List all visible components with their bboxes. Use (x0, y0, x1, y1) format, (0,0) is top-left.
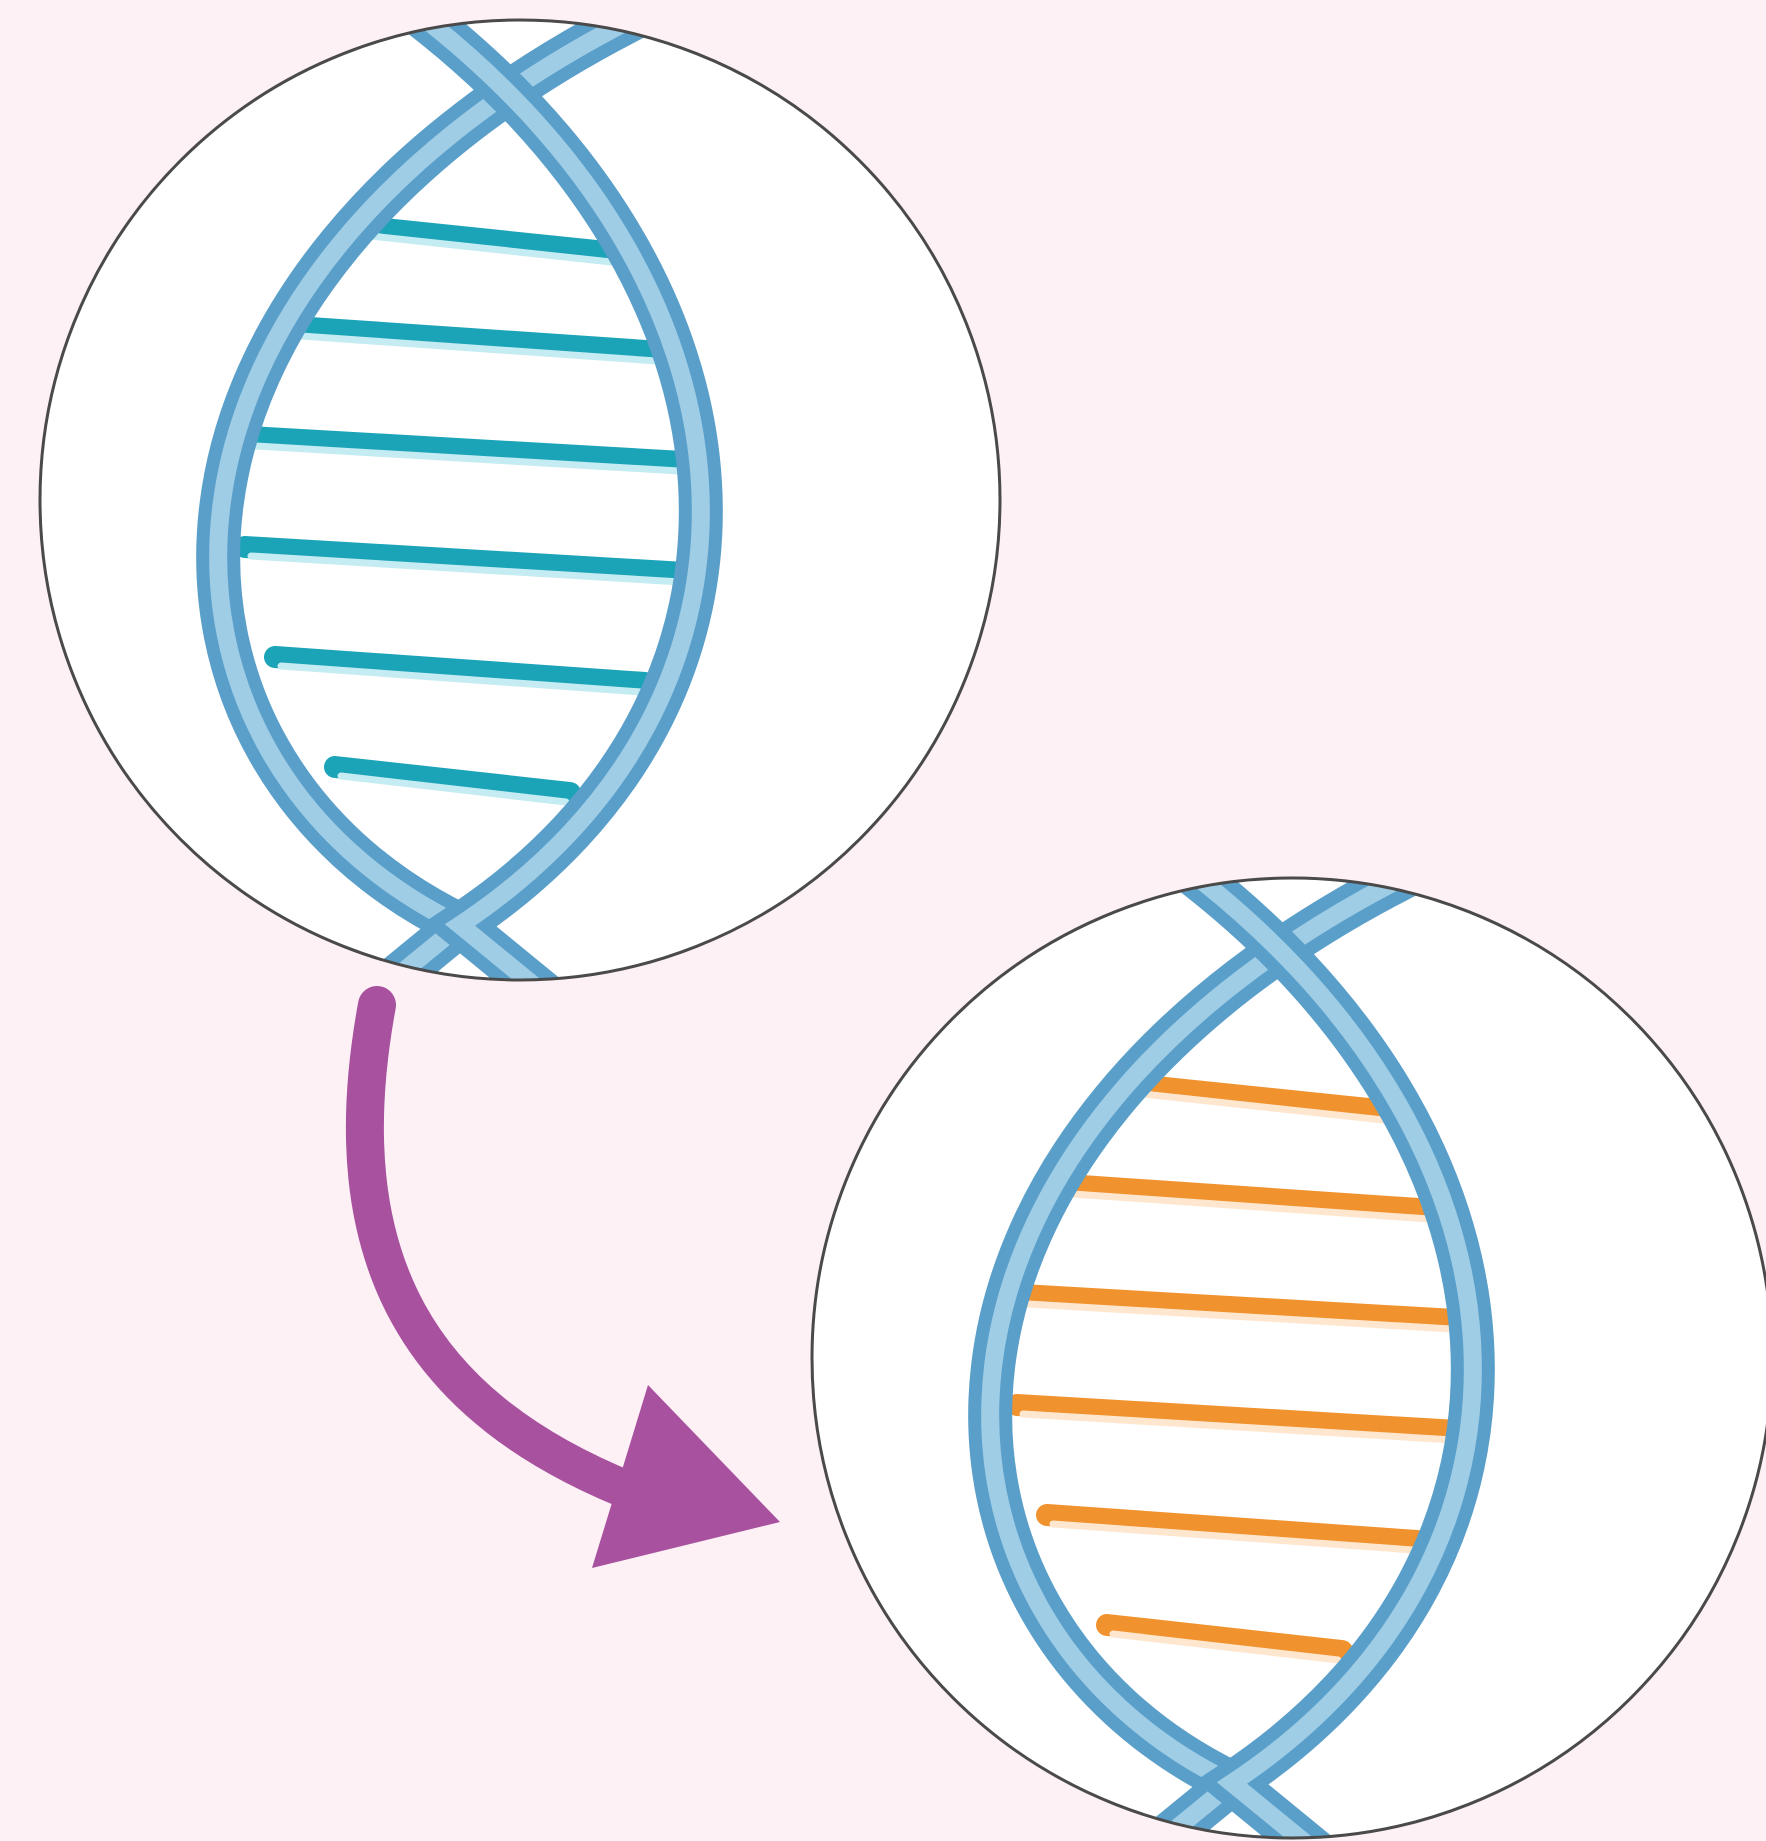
original-dna-circle (40, 20, 1000, 980)
modified-dna-circle (812, 878, 1766, 1838)
